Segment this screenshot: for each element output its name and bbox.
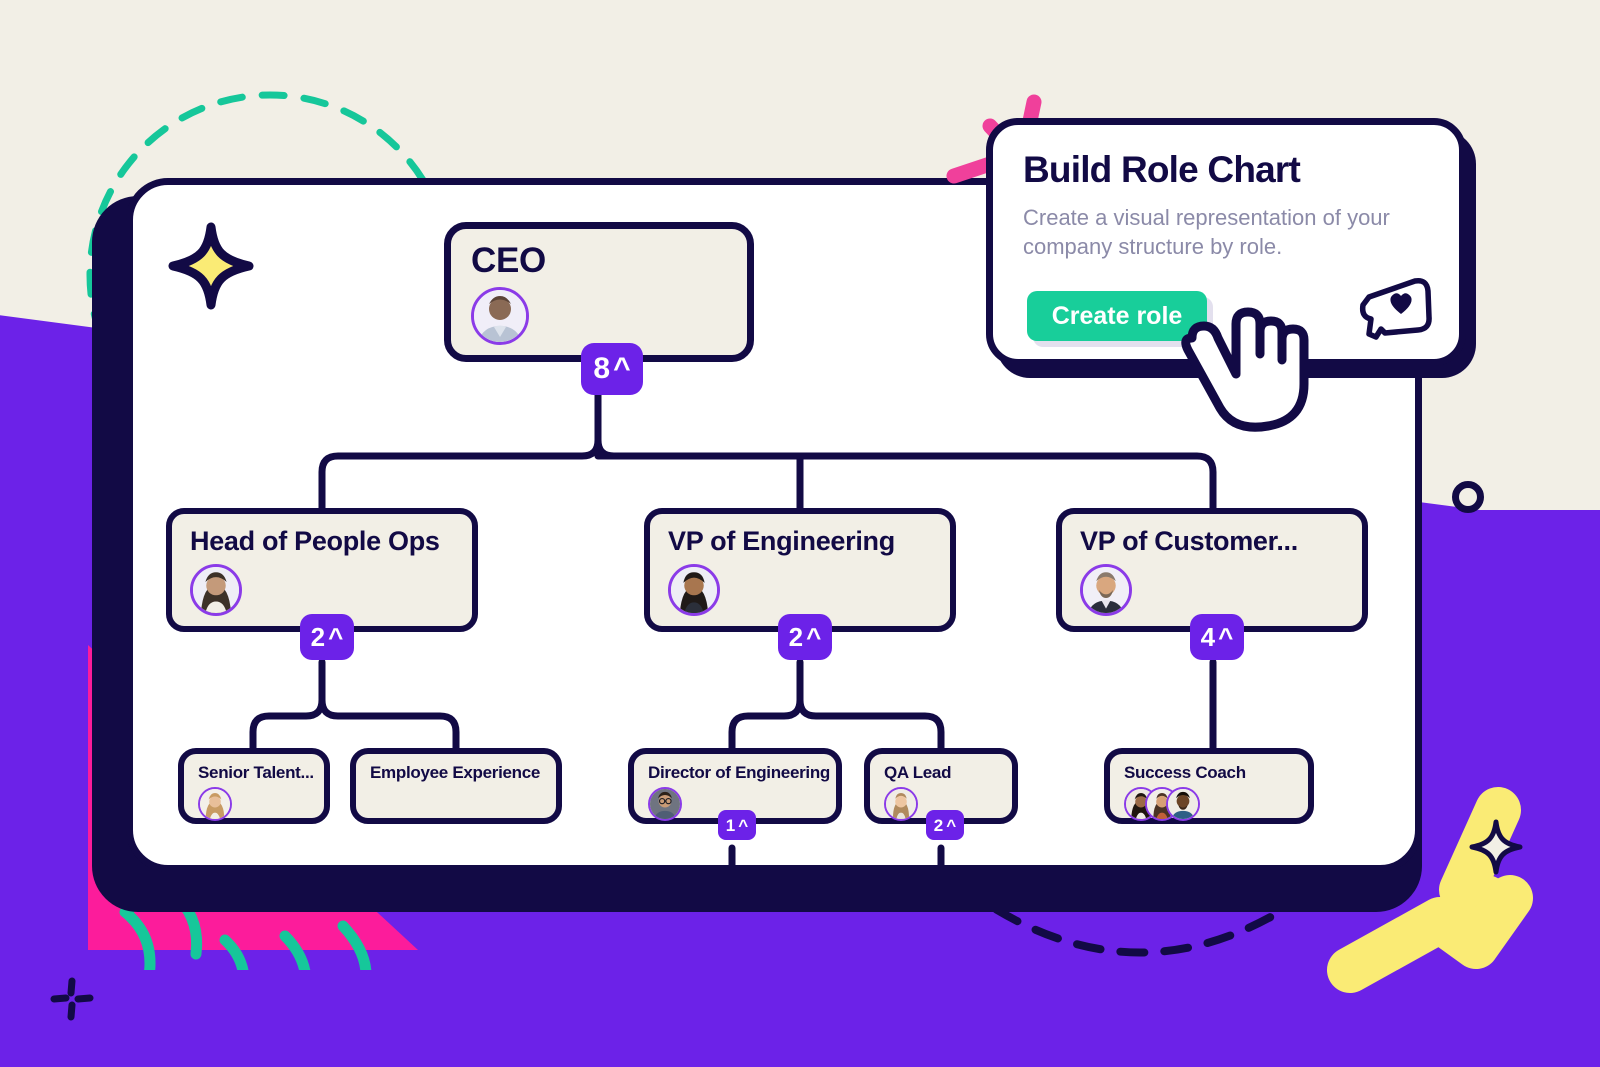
tooltip-description: Create a visual representation of your c…	[1023, 204, 1390, 259]
chevron-up-icon: ^	[806, 622, 822, 652]
org-node-qa-lead[interactable]: QA Lead 2 ^	[864, 748, 1018, 840]
avatar	[471, 287, 529, 345]
avatar-group	[1124, 787, 1200, 821]
avatar	[648, 787, 682, 821]
avatar-group	[668, 564, 720, 616]
node-title: Director of Engineering	[648, 763, 831, 782]
chevron-up-icon: ^	[946, 815, 957, 835]
avatar-group	[1080, 564, 1132, 616]
avatar	[668, 564, 720, 616]
node-title: Success Coach	[1124, 763, 1246, 782]
chevron-up-icon: ^	[738, 815, 749, 835]
org-node-director-of-engineering[interactable]: Director of Engineering	[628, 748, 842, 840]
expand-badge[interactable]: 2 ^	[300, 614, 354, 660]
speech-bubble-heart-icon	[1359, 277, 1432, 340]
org-node-vp-of-engineering[interactable]: VP of Engineering 2 ^	[644, 508, 956, 660]
expand-badge[interactable]: 4 ^	[1190, 614, 1244, 660]
org-node-head-of-people-ops[interactable]: Head of People Ops 2 ^	[166, 508, 478, 660]
create-role-button[interactable]: Create role	[1027, 291, 1207, 341]
node-title: Head of People Ops	[190, 526, 440, 556]
org-node-success-coach[interactable]: Success Coach	[1104, 748, 1314, 824]
org-node-employee-experience[interactable]: Employee Experience	[350, 748, 562, 824]
chevron-up-icon: ^	[613, 352, 631, 385]
expand-badge[interactable]: 2 ^	[926, 810, 964, 840]
badge-count: 2	[933, 815, 944, 835]
pointing-hand-cursor	[1181, 307, 1309, 432]
avatar-group	[190, 564, 242, 616]
expand-badge[interactable]: 1 ^	[718, 810, 756, 840]
badge-count: 4	[1200, 622, 1216, 652]
node-title: VP of Customer...	[1080, 526, 1298, 556]
badge-count: 8	[593, 352, 611, 385]
avatar	[198, 787, 232, 821]
avatar	[884, 787, 918, 821]
avatar	[1166, 787, 1200, 821]
node-title: Senior Talent...	[198, 763, 314, 782]
node-title: QA Lead	[884, 763, 952, 782]
badge-count: 2	[788, 622, 804, 652]
avatar	[1080, 564, 1132, 616]
avatar-group	[471, 287, 529, 345]
expand-badge[interactable]: 2 ^	[778, 614, 832, 660]
node-title: VP of Engineering	[668, 526, 895, 556]
org-node-senior-talent[interactable]: Senior Talent...	[178, 748, 330, 824]
build-role-chart-tooltip: Build Role Chart Create a visual represe…	[986, 118, 1466, 366]
expand-badge[interactable]: 8 ^	[581, 343, 643, 395]
avatar-group	[884, 787, 918, 821]
node-title: Employee Experience	[370, 763, 541, 782]
avatar-group	[198, 787, 232, 821]
chevron-up-icon: ^	[1218, 622, 1234, 652]
node-title: CEO	[471, 241, 546, 280]
org-node-ceo[interactable]: CEO 8 ^	[444, 222, 754, 395]
org-node-vp-of-customer[interactable]: VP of Customer... 4 ^	[1056, 508, 1368, 660]
badge-count: 1	[725, 815, 736, 835]
avatar	[190, 564, 242, 616]
chevron-up-icon: ^	[328, 622, 344, 652]
tooltip-title: Build Role Chart	[1023, 149, 1301, 190]
avatar-group	[648, 787, 682, 821]
four-point-star-icon	[168, 222, 254, 310]
badge-count: 2	[310, 622, 326, 652]
